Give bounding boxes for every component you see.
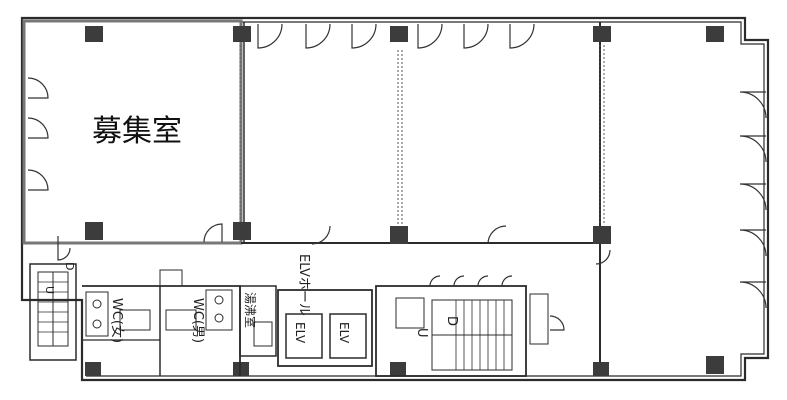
doors-left <box>27 77 49 191</box>
doors-corridor <box>57 223 611 265</box>
elevator-hall-label: ELVホール <box>296 254 311 316</box>
pantry-label: 湯沸室 <box>243 292 258 328</box>
stair-left-up-label: U <box>43 286 56 294</box>
stair-left-down-label: D <box>63 262 76 270</box>
elevator-1-label: ELV <box>293 322 307 344</box>
vacant-room-label: 募集室 <box>92 114 182 149</box>
restroom-block <box>82 269 241 376</box>
stair-right-down-label: D <box>444 316 459 326</box>
stair-left <box>29 263 77 361</box>
partition-lines <box>239 45 605 225</box>
stair-right <box>375 275 565 377</box>
wc-female-label: WC(女) <box>109 298 125 343</box>
elevator-hall <box>277 289 373 367</box>
structural-columns <box>85 26 724 376</box>
doors-top <box>257 23 535 49</box>
pantry-room <box>239 285 277 357</box>
doors-right <box>739 91 767 309</box>
elevator-2-label: ELV <box>337 322 351 344</box>
stair-right-up-label: U <box>414 328 429 338</box>
wc-male-label: WC(男) <box>190 298 205 343</box>
vacant-room[interactable]: 募集室 <box>22 19 243 245</box>
